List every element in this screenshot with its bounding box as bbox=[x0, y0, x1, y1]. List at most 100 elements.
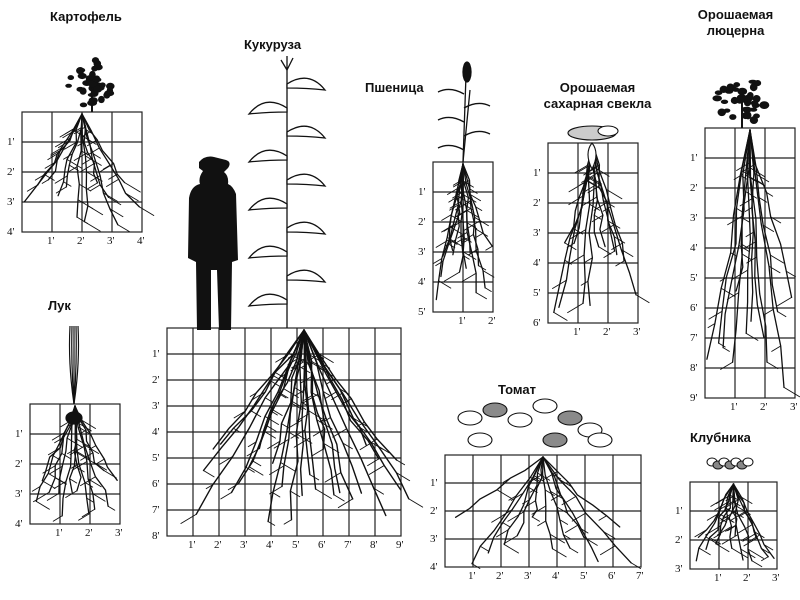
roots-alfalfa bbox=[706, 129, 800, 398]
depth-tick-corn: 3' bbox=[152, 400, 160, 412]
depth-tick-onion: 4' bbox=[15, 518, 23, 530]
depth-tick-tomato: 1' bbox=[430, 477, 438, 489]
title-tomato: Томат bbox=[498, 382, 536, 397]
depth-tick-potato: 4' bbox=[7, 226, 15, 238]
width-tick-strawberry: 1' bbox=[714, 572, 722, 584]
width-tick-potato: 2' bbox=[77, 235, 85, 247]
depth-tick-wheat: 2' bbox=[418, 216, 426, 228]
width-tick-potato: 4' bbox=[137, 235, 145, 247]
width-tick-corn: 8' bbox=[370, 539, 378, 551]
depth-tick-corn: 5' bbox=[152, 452, 160, 464]
width-tick-sugar-beet: 2' bbox=[603, 326, 611, 338]
measurement-grids bbox=[21, 111, 796, 570]
width-tick-wheat: 1' bbox=[458, 315, 466, 327]
title-corn: Кукуруза bbox=[244, 37, 302, 52]
roots-tomato bbox=[454, 456, 642, 569]
depth-tick-alfalfa: 8' bbox=[690, 362, 698, 374]
grid-tomato bbox=[444, 454, 642, 568]
depth-tick-alfalfa: 3' bbox=[690, 212, 698, 224]
strawberry-shoot bbox=[706, 457, 754, 470]
depth-tick-alfalfa: 9' bbox=[690, 392, 698, 404]
depth-tick-sugar-beet: 1' bbox=[533, 167, 541, 179]
roots-potato bbox=[23, 113, 155, 233]
depth-tick-alfalfa: 7' bbox=[690, 332, 698, 344]
depth-tick-tomato: 4' bbox=[430, 561, 438, 573]
width-tick-corn: 1' bbox=[188, 539, 196, 551]
plant-shoots bbox=[65, 56, 770, 470]
depth-tick-potato: 3' bbox=[7, 196, 15, 208]
depth-tick-corn: 2' bbox=[152, 374, 160, 386]
width-tick-onion: 3' bbox=[115, 527, 123, 539]
depth-tick-wheat: 3' bbox=[418, 246, 426, 258]
grid-potato bbox=[21, 111, 143, 233]
width-tick-alfalfa: 2' bbox=[760, 401, 768, 413]
onion-shoot bbox=[65, 325, 83, 425]
depth-tick-wheat: 1' bbox=[418, 186, 426, 198]
corn-shoot bbox=[247, 56, 327, 328]
depth-tick-corn: 6' bbox=[152, 478, 160, 490]
roots-onion bbox=[31, 405, 118, 522]
width-tick-onion: 1' bbox=[55, 527, 63, 539]
width-tick-corn: 2' bbox=[214, 539, 222, 551]
width-tick-wheat: 2' bbox=[488, 315, 496, 327]
width-tick-tomato: 1' bbox=[468, 570, 476, 582]
title-sugar-beet-line1: Орошаемая bbox=[559, 80, 636, 95]
human-silhouette bbox=[188, 156, 238, 330]
depth-tick-alfalfa: 2' bbox=[690, 182, 698, 194]
roots-strawberry bbox=[694, 483, 775, 568]
depth-tick-alfalfa: 4' bbox=[690, 242, 698, 254]
title-alfalfa: Орошаемая люцерна bbox=[688, 7, 783, 39]
title-onion: Лук bbox=[48, 298, 71, 313]
width-tick-strawberry: 2' bbox=[743, 572, 751, 584]
title-potato: Картофель bbox=[50, 9, 122, 24]
width-tick-alfalfa: 1' bbox=[730, 401, 738, 413]
width-tick-tomato: 5' bbox=[580, 570, 588, 582]
depth-tick-potato: 2' bbox=[7, 166, 15, 178]
width-tick-tomato: 2' bbox=[496, 570, 504, 582]
alfalfa-shoot bbox=[712, 79, 770, 128]
depth-tick-strawberry: 3' bbox=[675, 563, 683, 575]
root-systems bbox=[23, 113, 800, 569]
width-tick-corn: 5' bbox=[292, 539, 300, 551]
depth-tick-sugar-beet: 5' bbox=[533, 287, 541, 299]
width-tick-strawberry: 3' bbox=[772, 572, 780, 584]
depth-tick-corn: 4' bbox=[152, 426, 160, 438]
depth-tick-sugar-beet: 6' bbox=[533, 317, 541, 329]
depth-tick-potato: 1' bbox=[7, 136, 15, 148]
width-tick-tomato: 4' bbox=[552, 570, 560, 582]
depth-tick-corn: 7' bbox=[152, 504, 160, 516]
depth-tick-onion: 1' bbox=[15, 428, 23, 440]
depth-tick-onion: 2' bbox=[15, 458, 23, 470]
depth-tick-sugar-beet: 3' bbox=[533, 227, 541, 239]
width-tick-tomato: 3' bbox=[524, 570, 532, 582]
title-sugar-beet: Орошаемая сахарная свекла bbox=[525, 80, 670, 112]
depth-tick-sugar-beet: 2' bbox=[533, 197, 541, 209]
depth-tick-strawberry: 1' bbox=[675, 505, 683, 517]
roots-wheat bbox=[433, 163, 495, 301]
depth-tick-alfalfa: 6' bbox=[690, 302, 698, 314]
title-alfalfa-line1: Орошаемая bbox=[697, 7, 774, 22]
depth-tick-tomato: 2' bbox=[430, 505, 438, 517]
width-tick-corn: 7' bbox=[344, 539, 352, 551]
depth-tick-corn: 1' bbox=[152, 348, 160, 360]
title-alfalfa-line2: люцерна bbox=[706, 23, 765, 38]
roots-corn bbox=[180, 329, 424, 526]
width-tick-alfalfa: 3' bbox=[790, 401, 798, 413]
title-strawberry: Клубника bbox=[690, 430, 751, 445]
depth-tick-sugar-beet: 4' bbox=[533, 257, 541, 269]
depth-tick-tomato: 3' bbox=[430, 533, 438, 545]
depth-tick-wheat: 4' bbox=[418, 276, 426, 288]
depth-tick-wheat: 5' bbox=[418, 306, 426, 318]
title-sugar-beet-line2: сахарная свекла bbox=[543, 96, 652, 111]
depth-tick-strawberry: 2' bbox=[675, 534, 683, 546]
width-tick-tomato: 7' bbox=[636, 570, 644, 582]
width-tick-corn: 9' bbox=[396, 539, 404, 551]
depth-tick-onion: 3' bbox=[15, 488, 23, 500]
sugar-beet-shoot bbox=[567, 125, 619, 171]
width-tick-corn: 3' bbox=[240, 539, 248, 551]
width-tick-potato: 1' bbox=[47, 235, 55, 247]
width-tick-potato: 3' bbox=[107, 235, 115, 247]
width-tick-tomato: 6' bbox=[608, 570, 616, 582]
